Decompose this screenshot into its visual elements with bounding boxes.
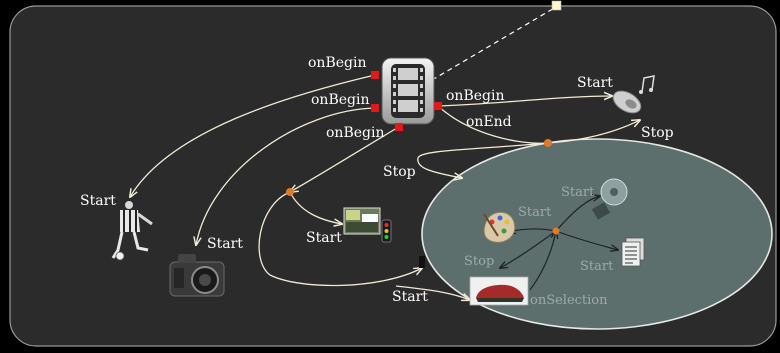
disc-icon[interactable] [591, 178, 628, 220]
port-onbegin-2[interactable] [371, 104, 379, 112]
label-start-player: Start [80, 193, 116, 209]
inner-label-start-right: Start [580, 259, 614, 274]
paint-palette-icon[interactable] [483, 211, 516, 243]
edge-to-player [130, 74, 376, 197]
camera-icon[interactable] [169, 254, 225, 297]
edge-stop-ellipse [417, 142, 549, 178]
label-onend: onEnd [466, 114, 512, 130]
label-start-sound: Start [577, 75, 613, 91]
edge-to-shoe [395, 285, 470, 300]
label-onbegin-right: onBegin [446, 88, 504, 104]
label-start-video: Start [306, 230, 342, 246]
label-onbegin-3: onBegin [326, 125, 384, 141]
edge-to-camera [196, 107, 376, 245]
connector-marker [419, 256, 425, 268]
label-stop-sound: Stop [641, 125, 674, 141]
inner-edge-stop [500, 230, 557, 268]
branch-node-right[interactable] [544, 139, 552, 147]
dashed-link [431, 6, 557, 81]
label-onbegin-1: onBegin [308, 55, 366, 71]
label-stop-ellipse: Stop [383, 164, 416, 180]
port-onbegin-1[interactable] [371, 71, 379, 79]
soccer-player-icon[interactable] [111, 201, 153, 261]
inner-label-stop: Stop [464, 254, 494, 269]
film-reel-icon[interactable] [381, 57, 435, 125]
edge-to-video [289, 191, 342, 224]
label-start-bottom: Start [392, 289, 428, 305]
video-clip-icon[interactable] [343, 207, 392, 243]
speaker-icon[interactable] [610, 75, 655, 117]
branch-node-inner[interactable] [552, 227, 560, 235]
port-onbegin-right[interactable] [434, 102, 442, 110]
inner-edge-disc [555, 196, 600, 232]
inner-label-onselection: onSelection [530, 293, 608, 308]
document-icon[interactable] [621, 237, 645, 267]
inner-label-start-top: Start [561, 185, 595, 200]
label-start-camera: Start [207, 236, 243, 252]
anchor-handle[interactable] [551, 0, 562, 11]
shoe-icon[interactable] [469, 276, 529, 306]
edge-to-branch [290, 127, 398, 192]
label-onbegin-2: onBegin [311, 92, 369, 108]
edge-to-shoe-loop [258, 191, 422, 287]
port-onbegin-3[interactable] [395, 123, 403, 131]
inner-edge-doc [555, 230, 618, 250]
inner-label-start-mid: Start [518, 205, 552, 220]
inner-edge-selection [529, 231, 556, 291]
edge-to-sound [437, 96, 612, 107]
branch-node-left[interactable] [286, 188, 294, 196]
